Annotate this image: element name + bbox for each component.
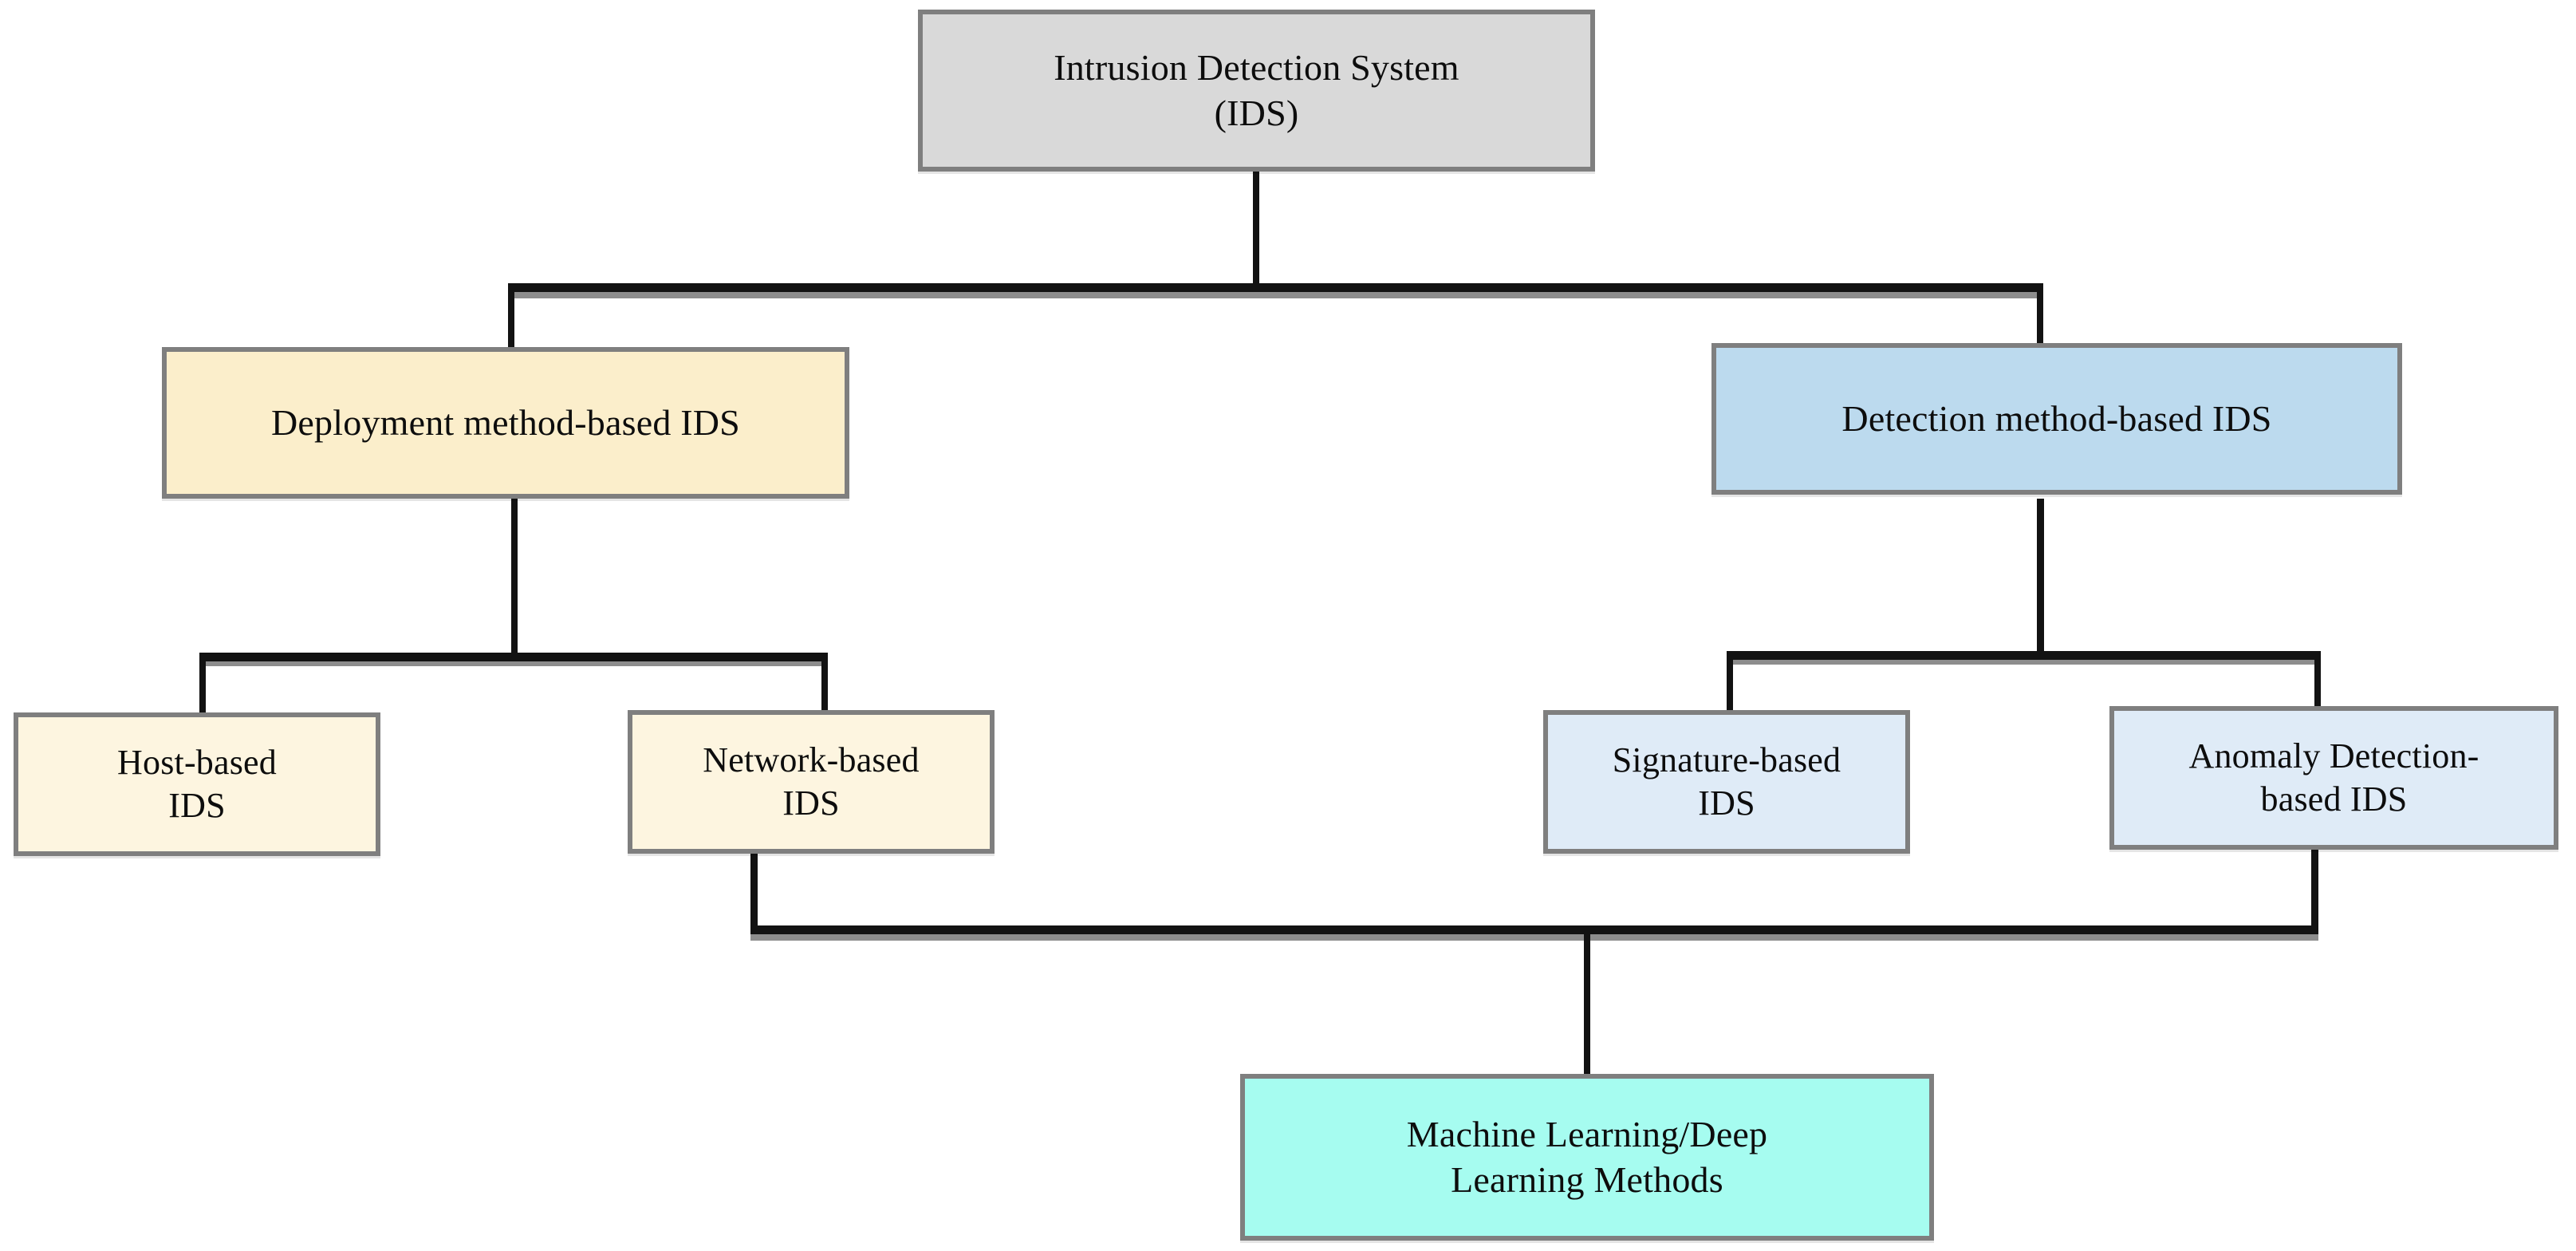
edge-subbus-to-network xyxy=(821,653,828,718)
edge-merge-bus xyxy=(750,925,2318,934)
node-signature-line2: IDS xyxy=(1698,783,1755,823)
edge-left-subbus-shadow xyxy=(199,661,828,666)
node-signature-based-ids[interactable]: Signature-based IDS xyxy=(1543,710,1910,854)
node-machine-learning-deep-learning-methods[interactable]: Machine Learning/Deep Learning Methods xyxy=(1240,1074,1934,1241)
node-anomaly-line2: based IDS xyxy=(2260,779,2408,819)
edge-subbus-to-host xyxy=(199,653,206,718)
node-intrusion-detection-system[interactable]: Intrusion Detection System (IDS) xyxy=(918,10,1595,172)
node-network-based-ids[interactable]: Network-based IDS xyxy=(628,710,995,854)
edge-left-subbus xyxy=(199,653,828,661)
node-root-line2: (IDS) xyxy=(1214,92,1299,133)
node-ml-line1: Machine Learning/Deep xyxy=(1406,1114,1768,1155)
node-root-line1: Intrusion Detection System xyxy=(1054,47,1459,89)
edge-bus-to-deployment xyxy=(508,283,514,355)
node-ml-label: Machine Learning/Deep Learning Methods xyxy=(1245,1112,1929,1202)
node-anomaly-label: Anomaly Detection- based IDS xyxy=(2114,735,2554,820)
node-detection-label: Detection method-based IDS xyxy=(1841,397,2272,439)
node-host-line2: IDS xyxy=(168,786,226,825)
edge-deployment-stem xyxy=(511,499,518,657)
edge-subbus-to-signature xyxy=(1727,651,1733,716)
node-signature-line1: Signature-based xyxy=(1612,740,1841,780)
node-host-line1: Host-based xyxy=(117,743,277,783)
node-network-label: Network-based IDS xyxy=(632,739,990,824)
node-ml-line2: Learning Methods xyxy=(1451,1158,1723,1200)
node-deployment-label: Deployment method-based IDS xyxy=(271,401,740,443)
node-signature-label: Signature-based IDS xyxy=(1548,739,1905,824)
node-deployment-method-based-ids[interactable]: Deployment method-based IDS xyxy=(162,347,849,499)
edge-subbus-to-anomaly xyxy=(2314,651,2321,716)
edge-level1-bus xyxy=(508,283,2043,292)
node-network-line1: Network-based xyxy=(703,740,920,780)
edge-merge-to-ml xyxy=(1584,925,1590,1081)
node-detection-method-based-ids[interactable]: Detection method-based IDS xyxy=(1711,343,2402,495)
edge-bus-to-detection xyxy=(2037,283,2043,355)
edge-merge-bus-shadow xyxy=(750,934,2318,941)
edge-level1-bus-shadow xyxy=(508,292,2043,298)
node-host-based-ids[interactable]: Host-based IDS xyxy=(14,712,380,856)
edge-right-subbus-shadow xyxy=(1727,659,2321,665)
edge-right-subbus xyxy=(1727,651,2321,660)
node-anomaly-detection-based-ids[interactable]: Anomaly Detection- based IDS xyxy=(2109,706,2558,850)
node-network-line2: IDS xyxy=(782,783,840,823)
node-host-label: Host-based IDS xyxy=(18,741,376,827)
node-root-label: Intrusion Detection System (IDS) xyxy=(923,45,1590,135)
node-anomaly-line1: Anomaly Detection- xyxy=(2188,736,2479,776)
edge-network-down-to-merge xyxy=(750,852,758,934)
edge-detection-stem xyxy=(2037,499,2044,654)
edge-anomaly-down-to-merge xyxy=(2311,847,2318,934)
edge-root-stem xyxy=(1253,172,1259,290)
